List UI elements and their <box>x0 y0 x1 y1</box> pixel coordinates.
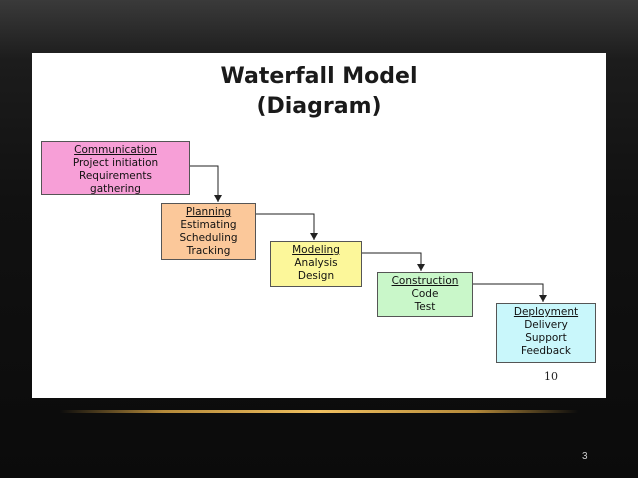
gold-divider <box>60 410 578 413</box>
phase-heading: Construction <box>391 275 459 287</box>
phase-line: Support <box>525 332 567 344</box>
slide-number: 3 <box>582 451 588 462</box>
phase-planning: Planning Estimating Scheduling Tracking <box>161 203 256 260</box>
diagram-subtitle: (Diagram) <box>256 94 382 119</box>
phase-deployment: Deployment Delivery Support Feedback <box>496 303 596 363</box>
phase-line: gathering <box>90 183 141 195</box>
phase-line: Test <box>414 301 436 313</box>
inner-page-number: 10 <box>544 370 558 383</box>
phase-modeling: Modeling Analysis Design <box>270 241 362 287</box>
phase-line: Code <box>411 288 439 300</box>
connector-planning-modeling <box>256 213 318 240</box>
phase-line: Delivery <box>524 319 568 331</box>
phase-heading: Communication <box>74 144 157 156</box>
phase-line: Requirements <box>79 170 152 182</box>
slide-panel: Waterfall Model (Diagram) Communication … <box>32 53 606 398</box>
phase-line: Project initiation <box>72 157 159 169</box>
phase-communication: Communication Project initiation Require… <box>41 141 190 195</box>
phase-line: Analysis <box>294 257 338 269</box>
connector-construction-deployment <box>473 283 547 302</box>
phase-line: Design <box>297 270 335 282</box>
connector-arrows <box>190 165 547 302</box>
phase-heading: Planning <box>185 206 232 218</box>
phase-heading: Deployment <box>513 306 579 318</box>
connector-communication-planning <box>190 165 222 202</box>
phase-heading: Modeling <box>292 244 340 256</box>
diagram-title: Waterfall Model <box>220 64 418 89</box>
phase-line: Tracking <box>186 245 231 257</box>
phase-construction: Construction Code Test <box>377 272 473 317</box>
phase-line: Feedback <box>520 345 571 357</box>
phase-line: Scheduling <box>179 232 238 244</box>
connector-modeling-construction <box>362 252 425 271</box>
phase-line: Estimating <box>180 219 237 231</box>
